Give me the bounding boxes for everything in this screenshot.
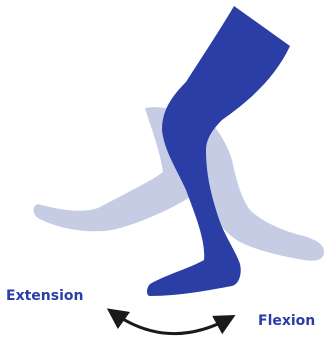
motion-arrow-icon xyxy=(112,312,230,334)
label-flexion: Flexion xyxy=(258,313,315,330)
label-extension: Extension xyxy=(6,288,83,305)
